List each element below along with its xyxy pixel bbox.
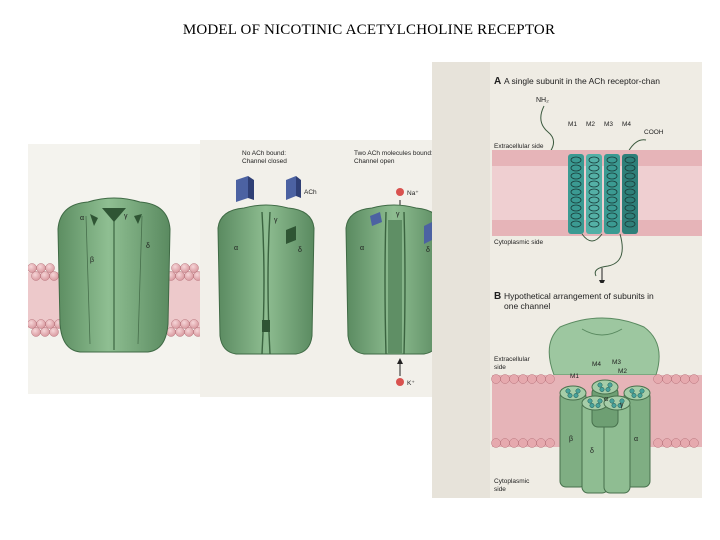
sodium-ion [396,188,404,196]
panel-b-letter: B [494,291,501,302]
b-subunit-alpha-1: α [604,396,608,403]
b-m4-label: M4 [592,361,601,368]
cooh-label: COOH [644,129,664,136]
cytoplasmic-label-b1: Cytoplasmic [494,478,530,485]
membrane-receptor-illustration: α γ β δ [28,144,200,394]
m3-label: M3 [604,121,613,128]
nh2-label: NH₂ [536,97,549,104]
subunit-arrangement-illustration: B Hypothetical arrangement of subunits i… [432,283,702,498]
panel-b-title-line2: one channel [504,301,550,311]
open-subunit-delta: δ [426,247,430,254]
b-m1-label: M1 [570,373,579,380]
background-page-text [312,146,420,154]
open-receptor [346,205,442,354]
cytoplasmic-label-b2: side [494,486,506,493]
closed-caption-line2: Channel closed [242,158,287,165]
subunit-topology-illustration: A A single subunit in the ACh receptor-c… [432,62,702,290]
panel-a-letter: A [494,76,501,87]
m4-label: M4 [622,121,631,128]
extracellular-domain [549,318,659,375]
subunit-label-delta: δ [146,243,150,250]
ach-molecule [286,176,301,200]
cytoplasmic-label: Cytoplasmic side [494,239,544,246]
open-caption-line2: Channel open [354,158,395,165]
membrane-receptor-panel: α γ β δ [28,144,200,394]
potassium-ion [396,378,404,386]
ach-label: ACh [304,189,317,196]
closed-subunit-alpha: α [234,245,238,252]
subunit-label-gamma: γ [124,213,128,220]
closed-subunit-gamma: γ [274,217,278,224]
sodium-label: Na⁺ [407,190,419,197]
subunit-arrangement-panel: B Hypothetical arrangement of subunits i… [432,283,702,498]
single-subunit-panel: A A single subunit in the ACh receptor-c… [432,62,702,290]
b-subunit-delta: δ [590,448,594,455]
b-m3-label: M3 [612,359,621,366]
slide-title: MODEL OF NICOTINIC ACETYLCHOLINE RECEPTO… [0,22,720,39]
subunit-label-beta: β [90,257,94,264]
subunit-label-alpha-1: α [80,215,84,222]
receptor-body [58,198,170,352]
open-subunit-alpha: α [360,245,364,252]
m2-label: M2 [586,121,595,128]
m1-label: M1 [568,121,577,128]
potassium-label: K⁺ [407,380,415,387]
extracellular-label-b1: Extracellular [494,356,531,363]
b-subunit-beta: β [569,436,573,443]
extracellular-label-b2: side [494,364,506,371]
closed-receptor [218,205,314,354]
ach-molecule [236,176,254,202]
panel-a-title: A single subunit in the ACh receptor-cha… [504,76,660,86]
channel-states-panel: No ACh bound: Channel closed Two ACh mol… [200,140,462,397]
panel-b-title-line1: Hypothetical arrangement of subunits in [504,291,654,301]
b-subunit-alpha-2: α [634,436,638,443]
extracellular-label: Extracellular side [494,143,544,150]
open-subunit-gamma: γ [396,211,400,218]
b-subunit-gamma: γ [620,402,624,409]
closed-subunit-delta: δ [298,247,302,254]
b-m2-label: M2 [618,368,627,375]
channel-states-illustration: No ACh bound: Channel closed Two ACh mol… [200,140,462,397]
closed-caption-line1: No ACh bound: [242,150,286,157]
